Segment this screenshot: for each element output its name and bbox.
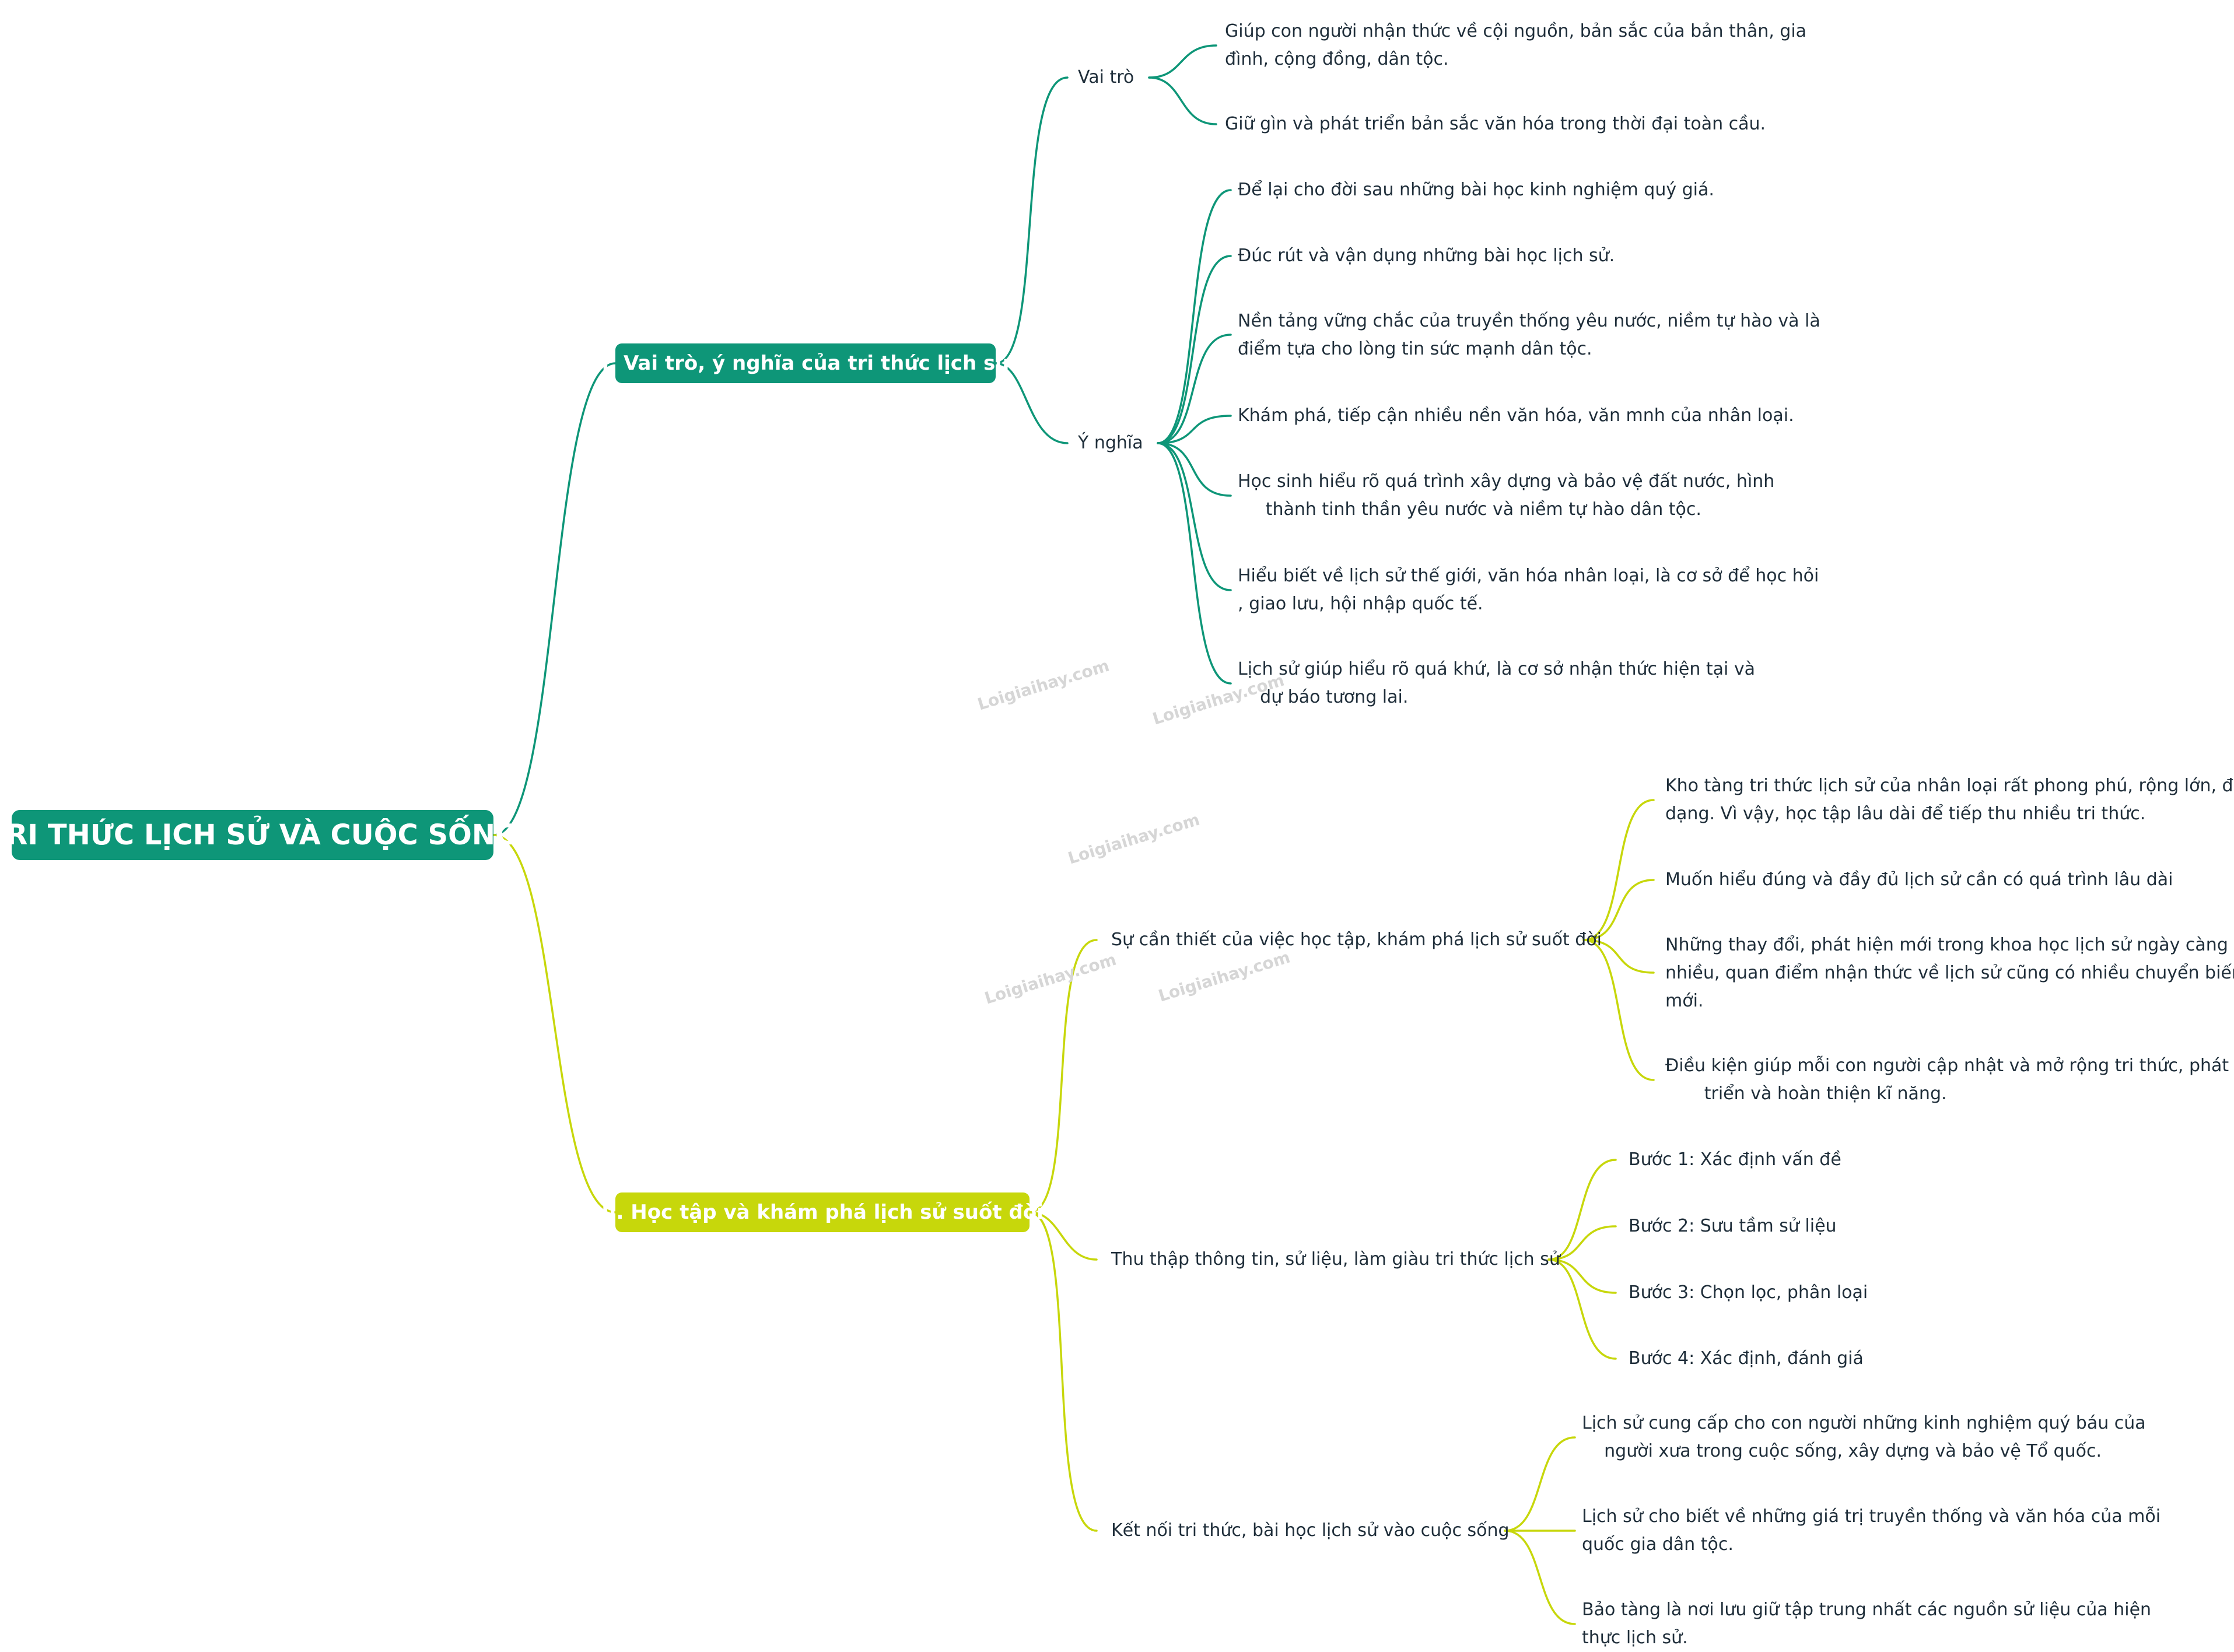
link-branch2-thuthap — [1028, 1211, 1098, 1261]
leaf-y-nghia-5[interactable]: Học sinh hiểu rõ quá trình xây dựng và b… — [1238, 471, 1775, 520]
link-canthiet-leaf2 — [1582, 879, 1655, 941]
link-ketnoi-leaf1 — [1504, 1436, 1576, 1532]
link-branch2-ketnoi — [1028, 1211, 1098, 1532]
link-vaitro-leaf1 — [1148, 44, 1217, 79]
subtopic-ket-noi[interactable]: Kết nối tri thức, bài học lịch sử vào cu… — [1111, 1520, 1510, 1541]
leaf-ket-noi-3[interactable]: Bảo tàng là nơi lưu giữ tập trung nhất c… — [1582, 1600, 2152, 1648]
leaf-ket-noi-1[interactable]: Lịch sử cung cấp cho con người những kin… — [1582, 1413, 2146, 1461]
leaf-y-nghia-1[interactable]: Để lại cho đời sau những bài học kinh ng… — [1238, 180, 1714, 200]
link-ynghia-leaf2 — [1157, 255, 1232, 444]
subtopic-thu-thap[interactable]: Thu thập thông tin, sử liệu, làm giàu tr… — [1111, 1249, 1560, 1269]
leaf-y-nghia-4[interactable]: Khám phá, tiếp cận nhiều nền văn hóa, vă… — [1238, 405, 1794, 426]
root-topic[interactable]: TRI THỨC LỊCH SỬ VÀ CUỘC SỐNG — [0, 810, 518, 860]
link-ynghia-leaf5 — [1157, 442, 1232, 497]
link-branch1-ynghia — [995, 362, 1069, 444]
leaf-y-nghia-2[interactable]: Đúc rút và vận dụng những bài học lịch s… — [1238, 245, 1615, 266]
leaf-can-thiet-1[interactable]: Kho tàng tri thức lịch sử của nhân loại … — [1665, 776, 2234, 824]
link-ketnoi-leaf3 — [1504, 1530, 1576, 1625]
link-ynghia-leaf1 — [1157, 189, 1232, 444]
link-vaitro-leaf2 — [1148, 76, 1217, 125]
leaf-y-nghia-7[interactable]: Lịch sử giúp hiểu rõ quá khứ, là cơ sở n… — [1238, 659, 1756, 707]
leaf-buoc-4[interactable]: Bước 4: Xác định, đánh giá — [1629, 1348, 1864, 1369]
link-canthiet-leaf1 — [1582, 799, 1655, 941]
leaf-buoc-2[interactable]: Bước 2: Sưu tầm sử liệu — [1629, 1216, 1837, 1236]
link-ynghia-leaf4 — [1157, 415, 1232, 444]
link-thuthap-leaf3 — [1547, 1258, 1617, 1294]
link-ynghia-leaf7 — [1157, 442, 1232, 685]
leaf-vai-tro-2[interactable]: Giữ gìn và phát triển bản sắc văn hóa tr… — [1225, 114, 1766, 134]
branch-hoc-tap-kham-pha[interactable]: II. Học tập và khám phá lịch sử suốt đời — [601, 1192, 1044, 1232]
link-canthiet-leaf4 — [1582, 939, 1655, 1081]
leaf-ket-noi-2[interactable]: Lịch sử cho biết về những giá trị truyền… — [1582, 1506, 2161, 1555]
leaf-buoc-3[interactable]: Bước 3: Chọn lọc, phân loại — [1629, 1282, 1868, 1303]
leaf-can-thiet-3[interactable]: Những thay đổi, phát hiện mới trong khoa… — [1665, 935, 2234, 1011]
leaf-can-thiet-2[interactable]: Muốn hiểu đúng và đầy đủ lịch sử cần có … — [1665, 869, 2173, 890]
link-root-branch2 — [492, 834, 617, 1213]
leaf-vai-tro-1[interactable]: Giúp con người nhận thức về cội nguồn, b… — [1225, 21, 1807, 69]
link-root-branch1 — [492, 362, 617, 836]
subtopic-vai-tro[interactable]: Vai trò — [1078, 67, 1134, 87]
link-branch2-canthiet — [1028, 939, 1098, 1213]
link-canthiet-leaf3 — [1582, 939, 1655, 974]
link-branch1-vaitro — [995, 76, 1069, 364]
link-thuthap-leaf1 — [1547, 1159, 1617, 1261]
leaf-can-thiet-4[interactable]: Điều kiện giúp mỗi con người cập nhật và… — [1665, 1055, 2229, 1104]
leaf-buoc-1[interactable]: Bước 1: Xác định vấn đề — [1629, 1149, 1841, 1170]
link-thuthap-leaf2 — [1547, 1225, 1617, 1261]
subtopic-su-can-thiet[interactable]: Sự cần thiết của việc học tập, khám phá … — [1111, 930, 1602, 950]
link-ynghia-leaf3 — [1157, 334, 1232, 444]
leaf-y-nghia-3[interactable]: Nền tảng vững chắc của truyền thống yêu … — [1238, 311, 1820, 359]
link-thuthap-leaf4 — [1547, 1258, 1617, 1360]
subtopic-y-nghia[interactable]: Ý nghĩa — [1078, 433, 1143, 453]
link-ynghia-leaf6 — [1157, 442, 1232, 591]
branch-vai-tro-y-nghia[interactable]: I. Vai trò, ý nghĩa của tri thức lịch sử — [602, 343, 1009, 383]
leaf-y-nghia-6[interactable]: Hiểu biết về lịch sử thế giới, văn hóa n… — [1238, 566, 1819, 614]
